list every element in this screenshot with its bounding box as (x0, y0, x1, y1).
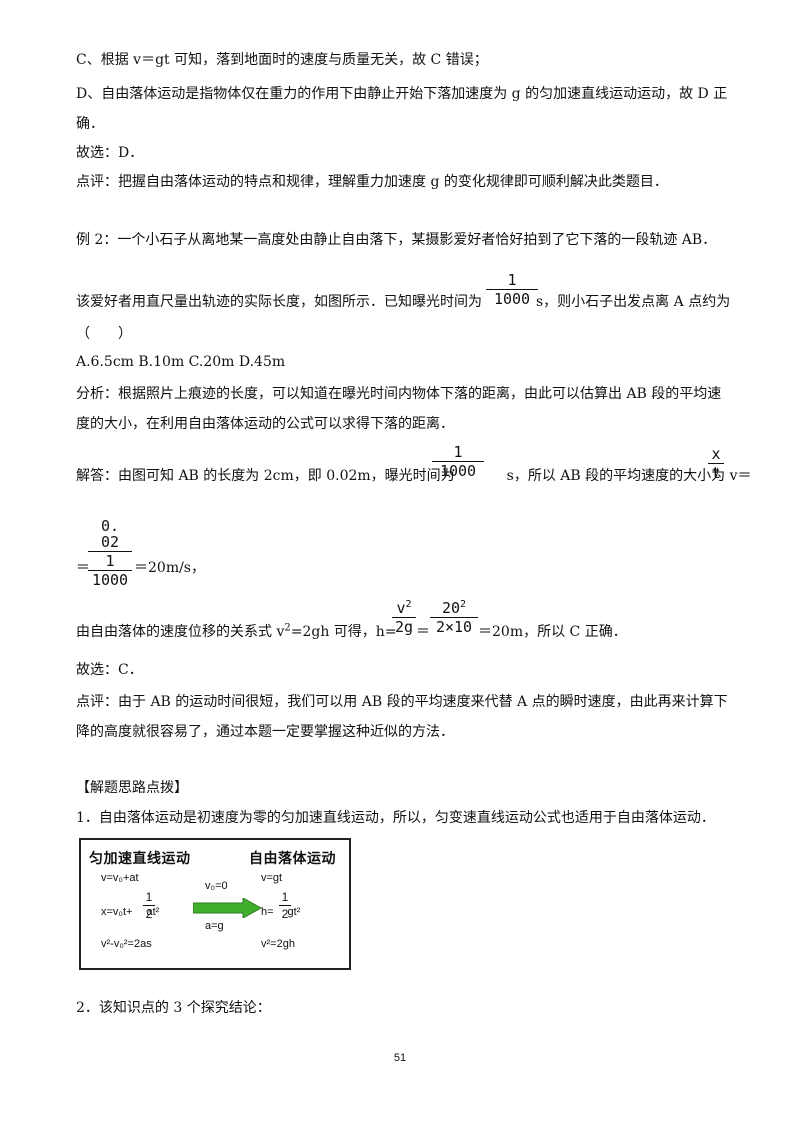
option-d-text-2: 确． (76, 116, 104, 132)
option-d-text-1: D、自由落体运动是指物体仅在重力的作用下由静止开始下落加速度为 g 的匀加速直线… (76, 86, 728, 102)
answer-blank: （ ） (76, 326, 132, 342)
superscript: 2 (405, 599, 412, 610)
solution-line-3-tail: ＝20m，所以 C 正确． (478, 624, 627, 640)
right-formula-2-tail: gt² (287, 906, 301, 918)
right-title: 自由落体运动 (249, 850, 336, 866)
answer-d: 故选：D． (76, 145, 144, 161)
tip-1: 1．自由落体运动是初速度为零的匀加速直线运动，所以，匀变速直线运动公式也适用于自… (76, 810, 715, 826)
left-formula-1: v=v₀+at (101, 872, 139, 884)
left-formula-2-tail: at² (146, 906, 160, 918)
comment-2-line-1: 点评：由于 AB 的运动时间很短，我们可以用 AB 段的平均速度来代替 A 点的… (76, 694, 728, 710)
analysis-line-1: 分析：根据照片上痕迹的长度，可以知道在曝光时间内物体下落的距离，由此可以估算出 … (76, 386, 722, 402)
fraction-denominator: 1000 (493, 290, 531, 308)
analysis-line-2: 度的大小，在利用自由落体运动的公式可以求得下落的距离． (76, 416, 454, 432)
fraction-bar (392, 617, 416, 618)
compound-fraction: 0. 02 1 1000 (88, 518, 132, 588)
solution-line-2: ＝20m/s， (134, 560, 205, 576)
arrow-shape (193, 898, 263, 918)
option-c-text: C、根据 v＝gt 可知，落到地面时的速度与质量无关，故 C 错误； (76, 52, 488, 68)
page-number: 51 (393, 1052, 407, 1064)
inner-numerator: 1 (105, 552, 115, 570)
comment-1: 点评：把握自由落体运动的特点和规律，理解重力加速度 g 的变化规律即可顺利解决此… (76, 174, 668, 190)
compound-numerator: 0. 02 (100, 517, 120, 551)
inner-bar (88, 570, 132, 571)
velocity-fraction: x t (708, 446, 724, 481)
solution-line-1-tail: s，所以 AB 段的平均速度的大小为 v＝ (506, 468, 752, 484)
fraction-numerator: 1 (145, 890, 153, 904)
example2-line-1: 例 2：一个小石子从离地某一高度处由静止自由落下，某摄影爱好者恰好拍到了它下落的… (76, 232, 717, 248)
fraction-denominator: 2g (394, 618, 414, 636)
compound-bar (88, 551, 132, 552)
answer-c: 故选：C． (76, 662, 143, 678)
fraction-bar (708, 463, 724, 464)
example2-line-2: 该爱好者用直尺量出轨迹的实际长度，如图所示．已知曝光时间为 s，则小石子出发点离 … (76, 292, 730, 312)
right-formula-3: v²=2gh (261, 938, 295, 950)
tips-header: 【解题思路点拨】 (76, 780, 188, 796)
choices-text: A.6.5cm B.10m C.20m D.45m (76, 354, 286, 370)
equals-sign: ＝ (416, 624, 430, 640)
right-arrow-icon (193, 898, 263, 918)
arrow-condition-top: v₀=0 (205, 880, 228, 892)
solution-line-1: 解答：由图可知 AB 的长度为 2cm，即 0.02m，曝光时间为 s，所以 AB… (76, 466, 752, 486)
v-symbol: v (396, 599, 406, 617)
fraction-denominator: 1000 (439, 462, 477, 480)
fraction-bar (430, 617, 478, 618)
equals-sign: ＝ (76, 560, 90, 576)
twenty-sq-fraction: 202 2×10 (430, 600, 478, 635)
fraction-bar (279, 905, 291, 906)
twenty: 20 (441, 599, 461, 617)
fraction-numerator: 1 (453, 443, 463, 461)
fraction-denominator: 2 (281, 907, 289, 921)
example2-line-2-tail: s，则小石子出发点离 A 点约为 (536, 294, 731, 310)
inner-denominator: 1000 (91, 571, 129, 589)
arrow-condition-bottom: a=g (205, 920, 224, 932)
fraction-denominator: t (711, 464, 721, 482)
fraction-numerator: 1 (281, 890, 289, 904)
fraction-bar (143, 905, 155, 906)
right-formula-2-head: h= (261, 906, 274, 918)
exposure-fraction-2: 1 1000 (432, 444, 484, 479)
example2-line-2-head: 该爱好者用直尺量出轨迹的实际长度，如图所示．已知曝光时间为 (76, 294, 482, 310)
solution-line-3-head: 由自由落体的速度位移的关系式 v (76, 624, 285, 640)
left-formula-2: x=v₀t+ at² (101, 906, 159, 918)
formula-comparison-diagram: 匀加速直线运动 自由落体运动 v=v₀+at x=v₀t+ at² 1 2 v²-… (79, 838, 351, 970)
left-title: 匀加速直线运动 (89, 850, 191, 866)
fraction-denominator: 2 (145, 907, 153, 921)
left-half-fraction: 1 2 (143, 890, 155, 921)
fraction-bar (486, 289, 538, 290)
solution-line-3-mid: =2gh 可得，h= (290, 624, 397, 640)
solution-line-3: 由自由落体的速度位移的关系式 v2=2gh 可得，h= (76, 622, 397, 642)
fraction-numerator: v2 (392, 599, 416, 617)
fraction-numerator: x (711, 445, 721, 463)
fraction-denominator: 2×10 (435, 618, 473, 636)
right-half-fraction: 1 2 (279, 890, 291, 921)
superscript: 2 (284, 622, 291, 634)
fraction-bar (432, 461, 484, 462)
left-formula-2-head: x=v₀t+ (101, 906, 133, 918)
tip-2: 2．该知识点的 3 个探究结论： (76, 1000, 271, 1016)
exposure-fraction-1: 1 1000 (486, 272, 538, 307)
fraction-numerator: 202 (430, 599, 478, 617)
left-formula-3: v²-v₀²=2as (101, 938, 152, 950)
right-formula-2: h= gt² (261, 906, 300, 918)
right-formula-1: v=gt (261, 872, 283, 884)
fraction-numerator: 1 (507, 271, 517, 289)
superscript: 2 (460, 599, 467, 610)
v2-over-2g-fraction: v2 2g (392, 600, 416, 635)
comment-2-line-2: 降的高度就很容易了，通过本题一定要掌握这种近似的方法． (76, 724, 454, 740)
solution-line-1-head: 解答：由图可知 AB 的长度为 2cm，即 0.02m，曝光时间为 (76, 468, 455, 484)
